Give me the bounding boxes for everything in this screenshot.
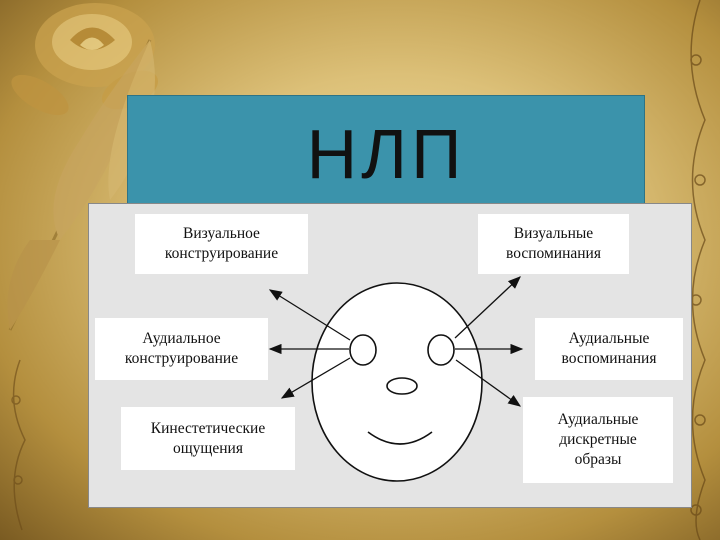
face	[311, 282, 483, 482]
arrow-visual-construct	[268, 289, 351, 341]
right-eye	[427, 334, 455, 366]
arrow-kinesthetic	[280, 357, 351, 399]
label-auditory-digital: Аудиальные дискретные образы	[523, 397, 673, 483]
nose	[386, 377, 418, 395]
label-auditory-recall: Аудиальные воспоминания	[535, 318, 683, 380]
slide-title: НЛП	[306, 115, 466, 193]
arrows	[268, 276, 524, 407]
label-visual-recall: Визуальные воспоминания	[478, 214, 629, 274]
mouth	[367, 431, 433, 445]
label-visual-construct: Визуальное конструирование	[135, 214, 308, 274]
label-kinesthetic: Кинестетические ощущения	[121, 407, 295, 470]
arrow-visual-recall	[454, 276, 521, 339]
left-eye	[349, 334, 377, 366]
rose-icon	[11, 3, 159, 116]
label-auditory-construct: Аудиальное конструирование	[95, 318, 268, 380]
border-ornament-left	[11, 359, 26, 531]
arrow-auditory-digital	[455, 359, 522, 407]
